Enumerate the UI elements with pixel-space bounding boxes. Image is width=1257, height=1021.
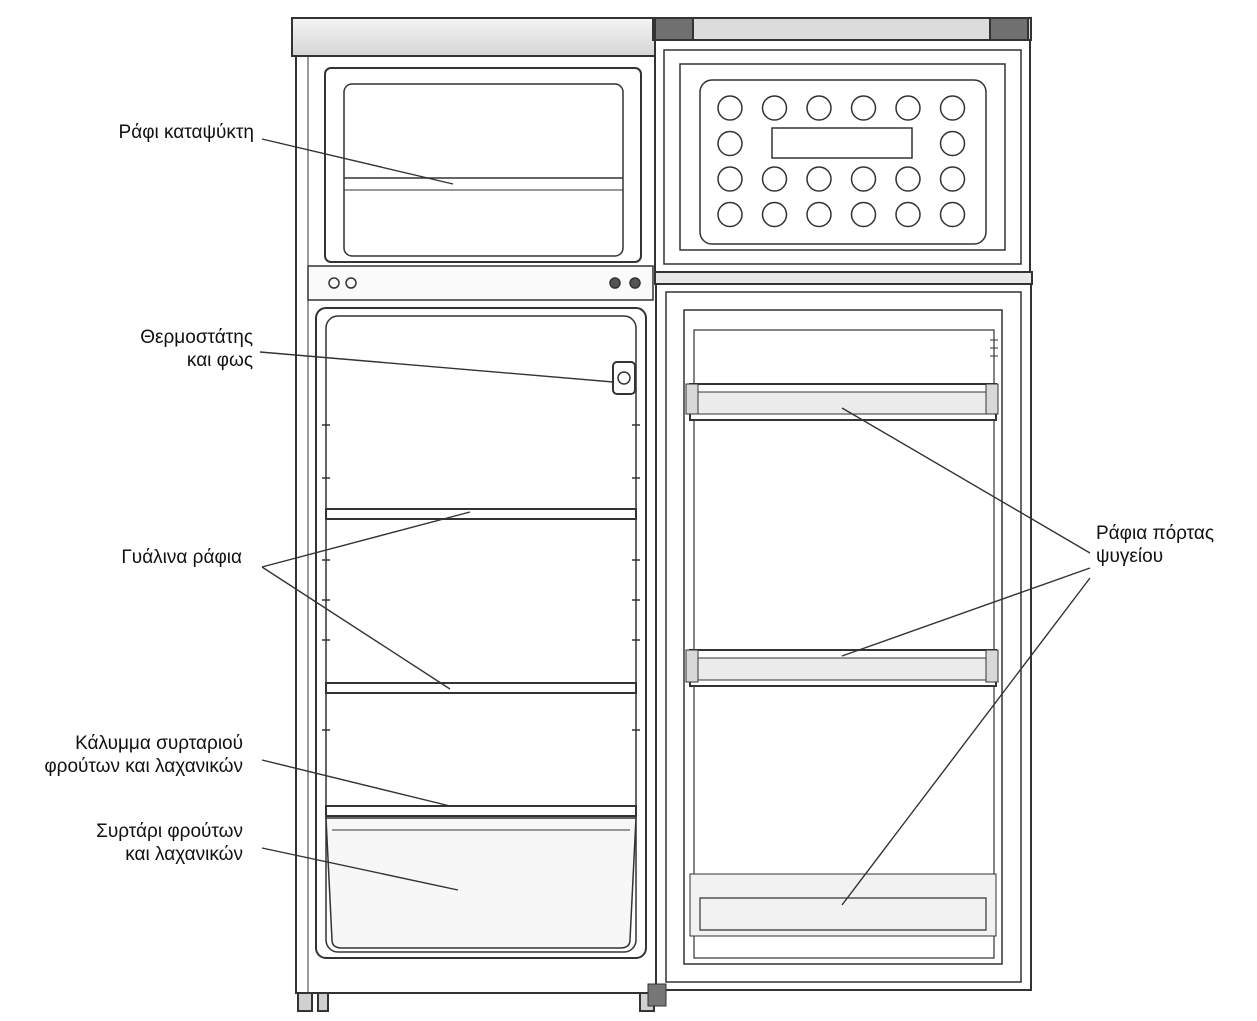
door-button-icon xyxy=(939,166,966,192)
label-freezer-shelf: Ράφι καταψύκτη xyxy=(118,122,254,143)
control-strip xyxy=(307,265,654,301)
door-button-icon xyxy=(761,166,788,192)
freezer-door-button-grid xyxy=(717,95,966,228)
leader-lines xyxy=(259,138,1091,906)
door-button-icon xyxy=(939,130,966,157)
door-shelf-lower xyxy=(689,873,997,937)
door-shelf-middle xyxy=(685,649,999,687)
freezer-door xyxy=(652,17,1032,273)
door-button-icon xyxy=(761,95,788,121)
leader-freezer-shelf xyxy=(261,138,454,185)
leader-glass-shelf-lower xyxy=(261,566,451,690)
door-button-icon xyxy=(895,201,921,228)
leader-door-shelf-lower xyxy=(841,577,1091,906)
freezer-compartment xyxy=(324,67,642,263)
thermostat-light-icon xyxy=(612,361,636,395)
fridge-compartment xyxy=(315,307,647,959)
leader-door-shelf-upper xyxy=(841,407,1091,554)
door-button-icon xyxy=(717,166,743,192)
door-button-icon xyxy=(806,95,832,121)
freezer-door-display xyxy=(771,127,913,159)
glass-shelf-upper xyxy=(325,508,637,520)
door-button-icon xyxy=(850,95,877,121)
label-door-shelves: Ράφια πόρτας ψυγείου xyxy=(1096,523,1215,567)
door-button-icon xyxy=(939,201,966,228)
foot-left xyxy=(297,992,313,1012)
door-shelf-upper xyxy=(685,383,999,421)
leader-door-shelf-middle xyxy=(841,567,1091,657)
label-crisper-cover: Κάλυμμα συρταριού φρούτων και λαχανικών xyxy=(44,733,243,777)
leader-crisper-cover xyxy=(261,759,451,807)
crisper-cover xyxy=(325,805,637,817)
leader-glass-shelf-upper xyxy=(261,511,471,568)
crisper-drawer xyxy=(325,817,637,949)
door-button-icon xyxy=(939,95,966,121)
glass-shelf-lower xyxy=(325,682,637,694)
door-button-icon xyxy=(895,166,921,192)
door-button-icon xyxy=(717,130,743,157)
door-button-icon xyxy=(717,201,743,228)
door-button-icon xyxy=(895,95,921,121)
label-thermostat: Θερμοστάτης και φως xyxy=(140,327,253,371)
leader-crisper-drawer xyxy=(261,847,459,891)
leader-thermostat xyxy=(259,351,614,383)
door-button-icon xyxy=(806,201,832,228)
label-glass-shelves: Γυάλινα ράφια xyxy=(121,547,242,568)
label-crisper-drawer: Συρτάρι φρούτων και λαχανικών xyxy=(96,821,243,865)
door-button-icon xyxy=(806,166,832,192)
door-button-icon xyxy=(761,201,788,228)
door-button-icon xyxy=(717,95,743,121)
fridge-door xyxy=(647,271,1033,1007)
fridge-body xyxy=(291,17,659,1012)
door-button-icon xyxy=(850,166,877,192)
door-button-icon xyxy=(850,201,877,228)
